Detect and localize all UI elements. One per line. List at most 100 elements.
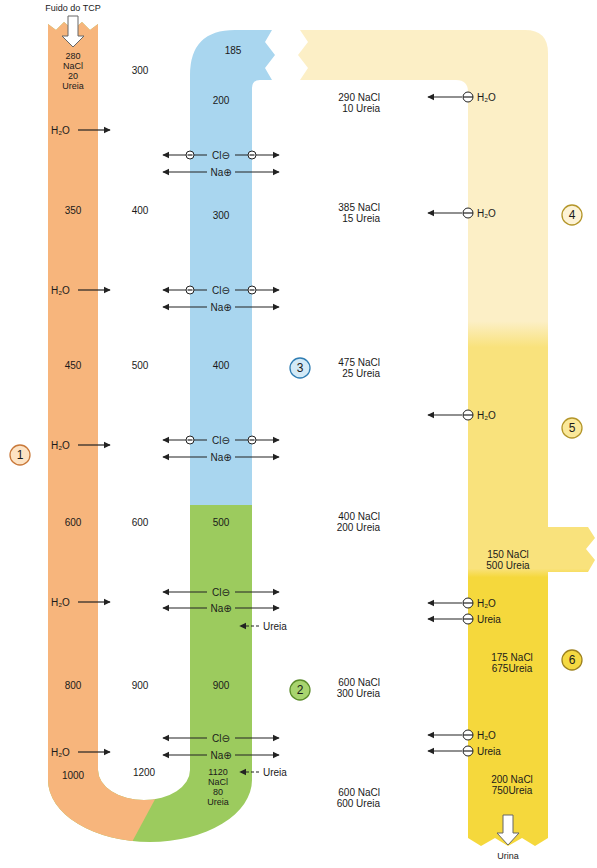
callout-number: 5 — [561, 417, 583, 435]
ion-label: Cl⊖ — [212, 587, 230, 598]
callout-number: 2 — [289, 679, 311, 697]
water-arrow — [78, 751, 110, 752]
osmolarity-value: 900 — [213, 680, 230, 691]
ion-arrow — [235, 171, 279, 172]
circle-shape — [290, 680, 310, 700]
osmolarity-value: 300 — [132, 65, 149, 76]
urea-label: Ureia — [477, 614, 501, 625]
channel-symbol — [463, 414, 473, 415]
flow-label: Urina — [497, 852, 519, 862]
callout-circle: 3 — [289, 357, 311, 379]
concentration-label: 200 NaCl 750Ureia — [484, 774, 540, 796]
concentration-label: 150 NaCl 500 Ureia — [483, 549, 533, 571]
water-label: H₂O — [477, 410, 496, 421]
callout-circle: 6 — [561, 649, 583, 671]
transporter-symbol — [250, 289, 255, 290]
ion-arrow — [235, 737, 279, 738]
channel-symbol — [463, 750, 473, 751]
ion-label: Cl⊖ — [212, 435, 230, 446]
concentration-label: 600 NaCl 600 Ureia — [330, 787, 380, 809]
callout-number: 1 — [9, 444, 31, 462]
collecting-duct — [298, 30, 595, 846]
water-label: H₂O — [51, 125, 70, 136]
channel-symbol — [463, 602, 473, 603]
channel-symbol — [463, 208, 473, 218]
circle-shape — [290, 358, 310, 378]
duct-arrow — [428, 212, 462, 213]
circle-shape — [562, 650, 582, 670]
ion-arrow — [163, 607, 207, 608]
callout-circle: 2 — [289, 679, 311, 701]
transporter-symbol — [188, 439, 193, 440]
water-arrow — [78, 289, 110, 290]
flow-arrow — [497, 815, 519, 845]
duct-arrow — [428, 414, 462, 415]
water-label: H₂O — [477, 92, 496, 103]
channel-symbol — [463, 614, 473, 624]
urea-arrow — [240, 625, 259, 626]
transporter-symbol — [188, 154, 193, 155]
ion-arrow — [163, 289, 207, 290]
water-label: H₂O — [51, 747, 70, 758]
ion-arrow — [163, 439, 207, 440]
osmolarity-value: 1200 — [133, 767, 155, 778]
flow-arrow — [62, 16, 84, 47]
transporter-symbol — [186, 286, 194, 294]
callout-circle: 5 — [561, 417, 583, 439]
concentration-label: 1120 NaCl 80 Ureia — [202, 768, 234, 808]
transporter-symbol — [250, 154, 255, 155]
water-label: H₂O — [477, 730, 496, 741]
osmolarity-value: 300 — [213, 210, 230, 221]
water-arrow — [78, 601, 110, 602]
channel-symbol — [463, 734, 473, 735]
water-label: H₂O — [51, 440, 70, 451]
ion-arrow — [163, 171, 207, 172]
concentration-label: 600 NaCl 300 Ureia — [330, 677, 380, 699]
osmolarity-value: 400 — [132, 205, 149, 216]
callout-circle: 1 — [9, 444, 31, 466]
duct-arrow — [428, 734, 462, 735]
ion-label: Cl⊖ — [212, 733, 230, 744]
ion-arrow — [235, 289, 279, 290]
ion-arrow — [163, 456, 207, 457]
ion-arrow — [163, 737, 207, 738]
osmolarity-value: 800 — [65, 680, 82, 691]
concentration-label: 280 NaCl 20 Ureia — [58, 52, 88, 92]
duct-arrow — [428, 602, 462, 603]
osmolarity-value: 600 — [65, 517, 82, 528]
water-label: H₂O — [477, 208, 496, 219]
ion-arrow — [235, 306, 279, 307]
osmolarity-value: 350 — [65, 205, 82, 216]
concentration-label: 290 NaCl 10 Ureia — [330, 92, 380, 114]
channel-symbol — [463, 730, 473, 740]
osmolarity-value: 500 — [132, 360, 149, 371]
osmolarity-value: 1000 — [62, 770, 84, 781]
channel-symbol — [463, 96, 473, 97]
transporter-symbol — [248, 286, 256, 294]
channel-symbol — [463, 92, 473, 102]
water-label: H₂O — [51, 597, 70, 608]
ion-arrow — [163, 591, 207, 592]
osmolarity-value: 200 — [213, 95, 230, 106]
channel-symbol — [463, 618, 473, 619]
channel-symbol — [463, 212, 473, 213]
flow-label: Fuido do TCP — [45, 4, 100, 14]
callout-number: 3 — [289, 357, 311, 375]
thick-ascending-limb — [190, 30, 275, 505]
ion-label: Cl⊖ — [212, 285, 230, 296]
osmolarity-value: 600 — [132, 517, 149, 528]
osmolarity-value: 500 — [213, 517, 230, 528]
channel-symbol — [463, 598, 473, 608]
water-label: H₂O — [477, 598, 496, 609]
ion-label: Na⊕ — [210, 302, 231, 313]
water-label: H₂O — [51, 285, 70, 296]
callout-circle: 4 — [561, 204, 583, 226]
circle-shape — [562, 205, 582, 225]
duct-arrow — [428, 618, 462, 619]
ion-arrow — [163, 754, 207, 755]
water-arrow — [78, 129, 110, 130]
concentration-label: 175 NaCl 675Ureia — [484, 652, 540, 674]
concentration-label: 475 NaCl 25 Ureia — [330, 357, 380, 379]
ion-arrow — [235, 439, 279, 440]
